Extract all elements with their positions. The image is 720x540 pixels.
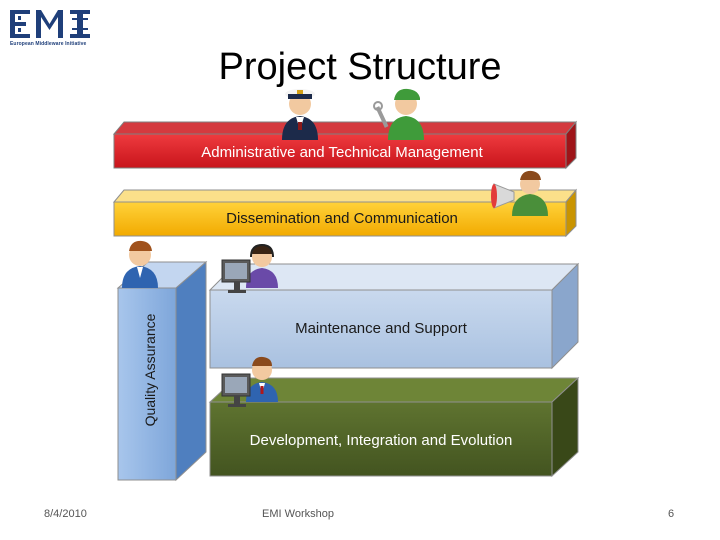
dissemination-layer-label: Dissemination and Communication	[226, 210, 458, 227]
logo-caption: European Middleware Initiative	[10, 41, 87, 47]
qa-person-icon	[122, 240, 158, 288]
mechanic-person-icon	[373, 88, 424, 140]
development-layer-box	[208, 376, 580, 478]
maintenance-layer-label: Maintenance and Support	[295, 320, 467, 337]
support-operator-icon	[221, 243, 278, 293]
megaphone-person-icon	[491, 170, 548, 216]
footer-page-number: 6	[668, 508, 675, 520]
maintenance-layer-box	[208, 262, 580, 370]
footer-date: 8/4/2010	[44, 508, 87, 520]
developer-person-icon	[221, 356, 278, 407]
page-title: Project Structure	[218, 46, 502, 88]
admin-layer-label: Administrative and Technical Management	[201, 144, 483, 161]
captain-person-icon	[282, 89, 318, 140]
qa-layer-box	[116, 260, 208, 482]
qa-layer-label: Quality Assurance	[142, 313, 158, 427]
emi-logo	[10, 10, 90, 38]
footer-event-name: EMI Workshop	[262, 508, 334, 520]
dissemination-layer-box	[112, 188, 578, 238]
development-layer-label: Development, Integration and Evolution	[249, 432, 513, 449]
